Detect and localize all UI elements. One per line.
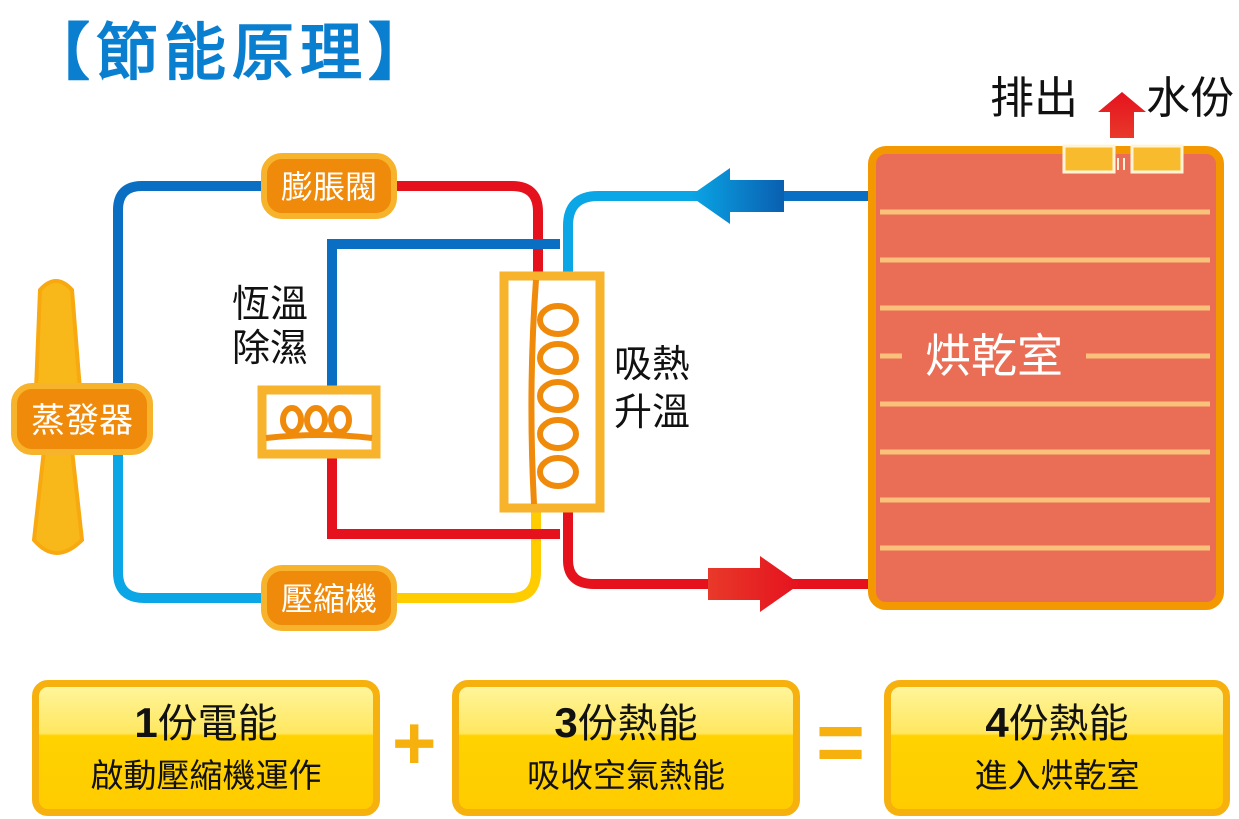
drying-room — [868, 146, 1224, 610]
term2-caption: 吸收空氣熱能 — [527, 756, 725, 795]
pipe-evaporator-to-compressor — [113, 450, 270, 603]
drying-room-shelves — [880, 209, 1210, 551]
flow-arrow-right-icon — [708, 556, 800, 612]
condenser-coil-box — [499, 271, 605, 513]
pipe-room-return — [563, 191, 868, 276]
exhaust-label-left: 排出 — [990, 73, 1078, 124]
result-headline: 份熱能 — [1008, 701, 1129, 747]
term2-headline: 份熱能 — [577, 701, 698, 747]
pipe-reheater-return-blue — [327, 239, 560, 390]
large-coil-icon — [528, 279, 579, 505]
plus-sign: + — [392, 701, 437, 786]
pipe-reheater-supply-red — [327, 458, 560, 539]
pipe-room-supply — [563, 512, 868, 589]
compressor-label: 壓縮機 — [281, 580, 377, 618]
equation-term-electric: 1份電能 啟動壓縮機運作 — [32, 680, 380, 816]
small-coil-icon — [265, 405, 373, 441]
evaporator-box — [11, 383, 153, 455]
compressor-box — [261, 565, 397, 631]
term2-number: 3 — [554, 699, 578, 746]
exhaust-arrow-up-icon — [1098, 92, 1146, 138]
term1-number: 1 — [134, 699, 158, 746]
equals-sign: = — [816, 695, 866, 789]
evaporator-label: 蒸發器 — [31, 401, 133, 441]
expansion-valve-label: 膨脹閥 — [281, 168, 377, 206]
exhaust-label-right: 水份 — [1146, 73, 1234, 124]
pipe-evaporator-to-valve — [113, 181, 270, 400]
flow-arrow-left-icon — [690, 168, 784, 224]
vent-icon — [1062, 144, 1184, 174]
dehumidify-label: 恆溫 除濕 — [232, 282, 309, 370]
equation-result: 4份熱能 進入烘乾室 — [884, 680, 1230, 816]
term1-caption: 啟動壓縮機運作 — [90, 756, 322, 795]
page-title: 【節能原理】 — [28, 16, 437, 89]
pipe-valve-to-condenser — [392, 181, 543, 276]
reheater-coil-box — [257, 385, 381, 459]
drying-room-label: 烘乾室 — [925, 329, 1063, 383]
pipe-compressor-to-condenser — [392, 512, 541, 603]
expansion-valve-box — [261, 153, 397, 219]
result-number: 4 — [985, 699, 1009, 746]
result-caption: 進入烘乾室 — [974, 756, 1140, 795]
heat-absorb-label: 吸熱 升溫 — [614, 342, 691, 434]
term1-headline: 份電能 — [157, 701, 278, 747]
equation-term-thermal: 3份熱能 吸收空氣熱能 — [452, 680, 800, 816]
